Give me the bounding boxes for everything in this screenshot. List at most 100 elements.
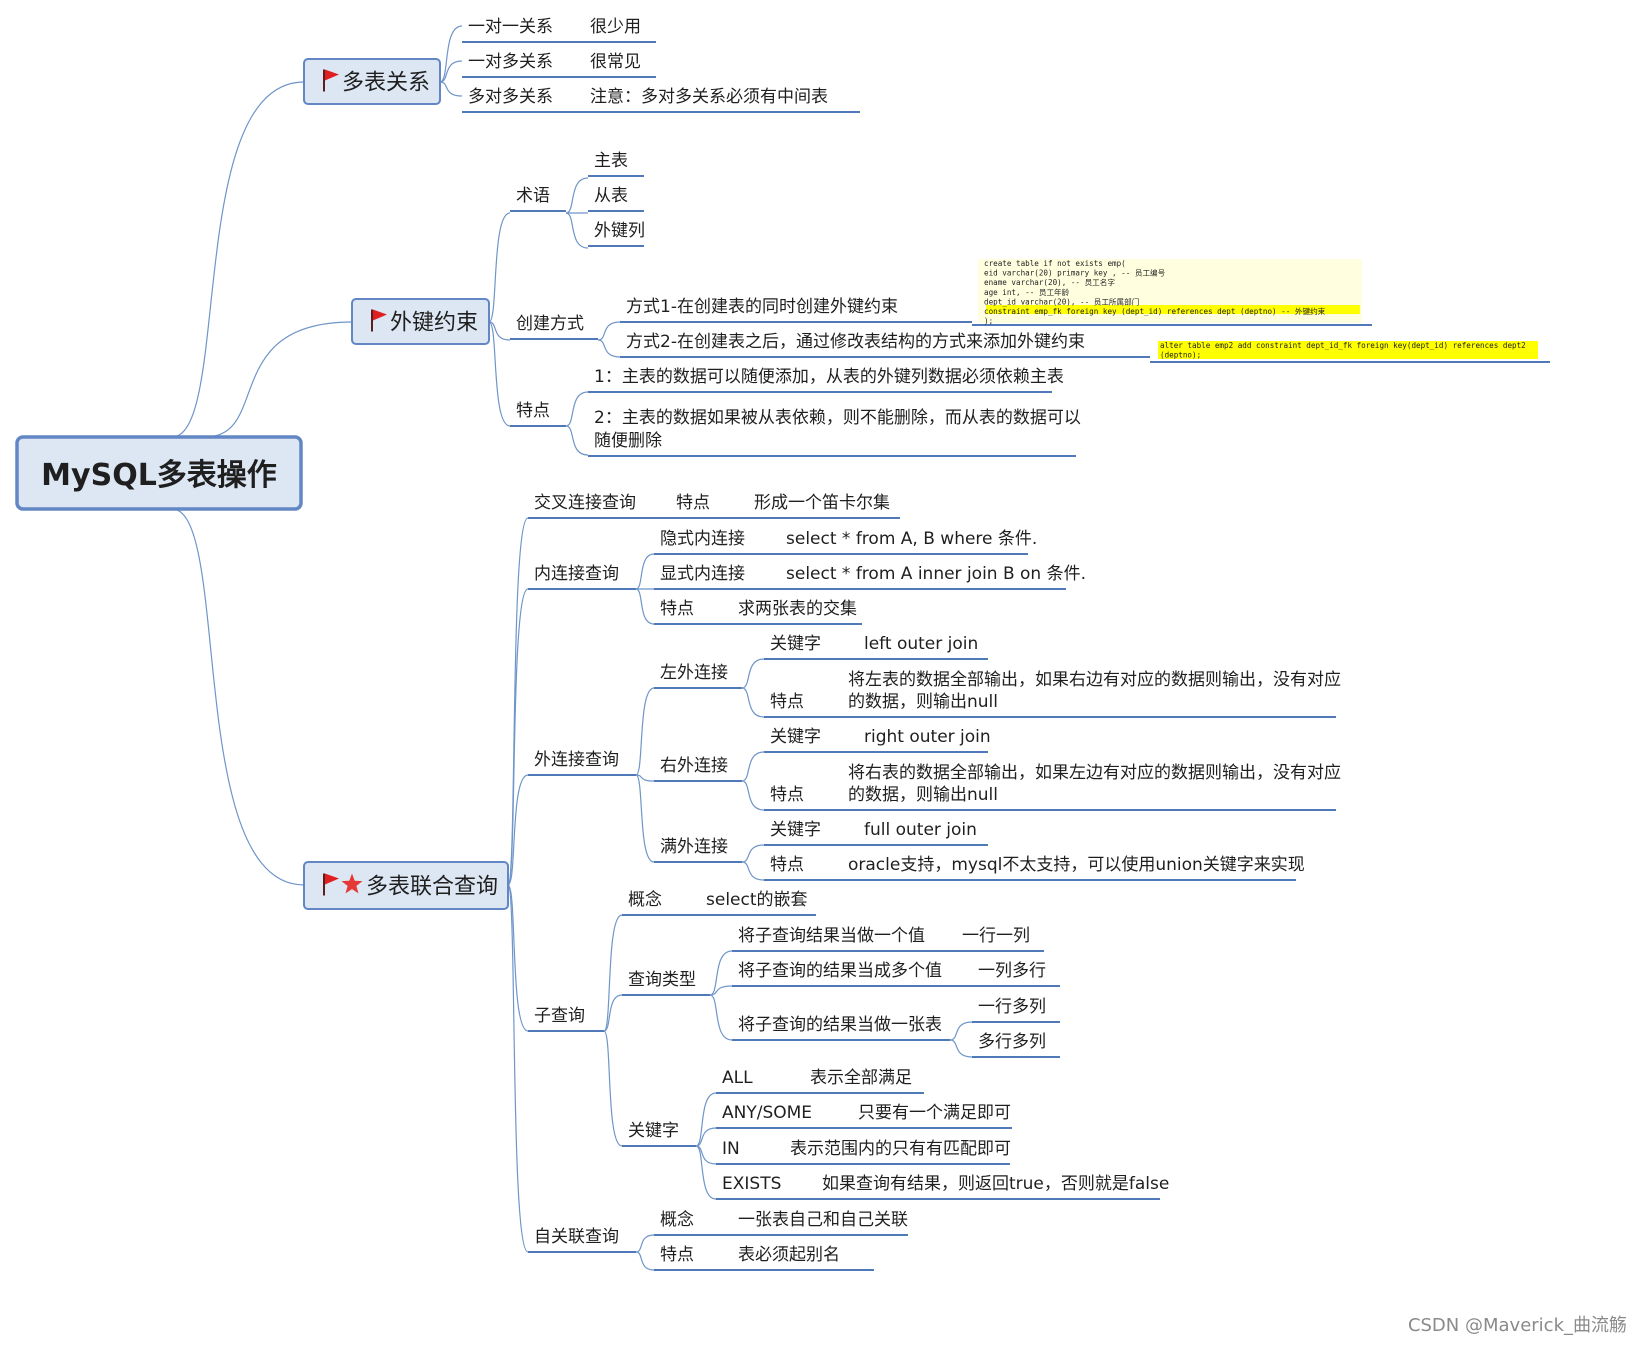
- branch2-to-create: [488, 321, 511, 341]
- inner-item-value: select * from A inner join B on 条件.: [786, 564, 1086, 584]
- branch3-box-label: 多表联合查询: [366, 875, 498, 900]
- outer-full-kw-value: full outer join: [864, 820, 977, 840]
- inner-item-label: 特点: [660, 599, 694, 619]
- code-line: );: [984, 317, 993, 326]
- inner-connector: [635, 553, 655, 590]
- types-connector: [709, 985, 733, 996]
- underlines: [462, 41, 1550, 1271]
- cross-join-label: 交叉连接查询: [534, 493, 636, 513]
- keyword-value: 如果查询有结果，则返回true，否则就是false: [822, 1174, 1169, 1194]
- self-join-label: 自关联查询: [534, 1227, 619, 1247]
- labels: MySQL多表操作多表关系一对一关系很少用一对多关系很常见多对多关系注意：多对多…: [15, 17, 1538, 1265]
- outer-left-kw-value: left outer join: [864, 634, 978, 654]
- branch2-box-label: 外键约束: [390, 311, 478, 336]
- outer-sub-connector: [741, 751, 765, 782]
- code-line: eid varchar(20) primary key , -- 员工编号: [984, 268, 1166, 278]
- branch1-connector: [439, 60, 463, 83]
- code-block-2: alter table emp2 add constraint dept_id_…: [1158, 341, 1538, 360]
- flag-icon: [323, 69, 339, 92]
- outer-connector: [635, 774, 655, 863]
- branch3-to-inner: [507, 588, 529, 886]
- table-connector: [949, 1021, 973, 1041]
- code-line: constraint emp_fk foreign key (dept_id) …: [984, 306, 1326, 316]
- root-node[interactable]: MySQL多表操作: [15, 435, 303, 511]
- outer-left-label: 左外连接: [660, 663, 728, 683]
- outer-sub-connector: [741, 780, 765, 811]
- sub-types-label: 查询类型: [628, 970, 696, 990]
- keyword-label: EXISTS: [722, 1174, 781, 1194]
- outer-right-feat-line2: 的数据，则输出null: [848, 785, 998, 805]
- inner-item-value: select * from A, B where 条件.: [786, 529, 1037, 549]
- feature-item-2-line1: 2：主表的数据如果被从表依赖，则不能删除，而从表的数据可以: [594, 408, 1081, 428]
- branch3-to-outer: [507, 774, 529, 886]
- outer-sub-connector: [741, 861, 765, 881]
- create-method2: 方式2-在创建表之后，通过修改表结构的方式来添加外键约束: [626, 332, 1085, 352]
- root-to-branch2: [204, 321, 353, 438]
- outer-sub-connector: [741, 844, 765, 863]
- branch1-connector: [439, 25, 463, 83]
- inner-item-label: 显式内连接: [660, 564, 745, 584]
- outer-join-label: 外连接查询: [534, 750, 619, 770]
- branch1-item-label: 多对多关系: [468, 87, 553, 107]
- outer-right-feat-line1: 将右表的数据全部输出，如果左边有对应的数据则输出，没有对应: [848, 763, 1341, 783]
- terms-connector: [565, 177, 589, 214]
- outer-right-label: 右外连接: [660, 756, 728, 776]
- branch3-to-cross: [507, 517, 529, 886]
- outer-sub-connector: [741, 658, 765, 689]
- outer-left-feat-line2: 的数据，则输出null: [848, 692, 998, 712]
- keyword-label: ANY/SOME: [722, 1103, 812, 1123]
- star-icon: [341, 873, 363, 894]
- self-connector: [635, 1251, 655, 1271]
- sub-connector: [603, 1030, 623, 1147]
- keyword-value: 表示全部满足: [810, 1068, 912, 1088]
- outer-connector: [635, 687, 655, 776]
- branch2-to-terms: [488, 212, 511, 323]
- branch1-box[interactable]: 多表关系: [303, 58, 441, 105]
- branch3-to-self: [507, 884, 529, 1253]
- inner-connector: [635, 588, 655, 625]
- self-connector: [635, 1234, 655, 1253]
- self-item-value: 一张表自己和自己关联: [738, 1210, 908, 1230]
- code-line: create table if not exists emp(: [984, 259, 1126, 268]
- create-method1: 方式1-在创建表的同时创建外键约束: [626, 297, 898, 317]
- watermark: CSDN @Maverick_曲流觞: [1407, 1315, 1627, 1336]
- code-line: ename varchar(20), -- 员工名字: [984, 277, 1115, 287]
- outer-connector: [635, 774, 655, 782]
- branch1-item-value: 很少用: [590, 17, 641, 37]
- outer-full-feat-label: 特点: [770, 855, 804, 875]
- type-table-value: 一行多列: [978, 997, 1046, 1017]
- term-item: 外键列: [594, 221, 645, 241]
- branch1-item-label: 一对一关系: [468, 17, 553, 37]
- cross-join-value: 形成一个笛卡尔集: [754, 493, 890, 513]
- outer-sub-connector: [741, 687, 765, 718]
- outer-full-label: 满外连接: [660, 837, 728, 857]
- branch3-box[interactable]: 多表联合查询: [303, 861, 509, 910]
- outer-right-feat-label: 特点: [770, 785, 804, 805]
- outer-left-kw-label: 关键字: [770, 634, 821, 654]
- type-multi-label: 将子查询的结果当成多个值: [738, 961, 942, 981]
- outer-full-feat-value: oracle支持，mysql不太支持，可以使用union关键字来实现: [848, 854, 1305, 875]
- cross-join-key: 特点: [676, 493, 710, 513]
- subquery-label: 子查询: [534, 1006, 585, 1026]
- self-item-label: 概念: [660, 1209, 694, 1230]
- branch3-to-sub: [507, 884, 529, 1032]
- branch2-box[interactable]: 外键约束: [351, 298, 490, 345]
- outer-left-feat-line1: 将左表的数据全部输出，如果右边有对应的数据则输出，没有对应: [848, 670, 1341, 690]
- create-label: 创建方式: [516, 314, 584, 334]
- outer-left-feat-label: 特点: [770, 692, 804, 712]
- sub-concept-value: select的嵌套: [706, 890, 808, 910]
- sub-connector: [603, 914, 623, 1032]
- inner-item-value: 求两张表的交集: [738, 599, 857, 619]
- types-connector: [709, 950, 733, 996]
- outer-full-kw-label: 关键字: [770, 820, 821, 840]
- keyword-value: 只要有一个满足即可: [858, 1103, 1011, 1123]
- code-block-1: create table if not exists emp( eid varc…: [978, 259, 1362, 326]
- table-connector: [949, 1039, 973, 1058]
- term-item: 主表: [594, 151, 628, 171]
- sub-concept-label: 概念: [628, 889, 662, 910]
- inner-item-label: 隐式内连接: [660, 529, 745, 549]
- type-single-label: 将子查询结果当做一个值: [738, 926, 925, 946]
- code-line: alter table emp2 add constraint dept_id_…: [1160, 341, 1526, 350]
- keyword-value: 表示范围内的只有有匹配即可: [790, 1139, 1011, 1159]
